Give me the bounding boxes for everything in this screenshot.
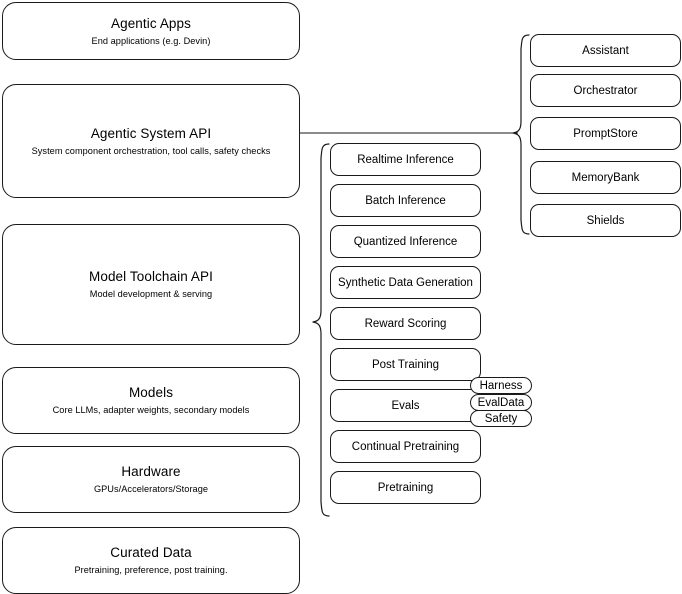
capability-label: Pretraining bbox=[377, 481, 434, 494]
layer-title: Agentic Apps bbox=[110, 15, 191, 31]
layer-card-agentic-apps[interactable]: Agentic Apps End applications (e.g. Devi… bbox=[2, 2, 300, 60]
component-assistant[interactable]: Assistant bbox=[530, 34, 681, 67]
capability-label: Post Training bbox=[371, 358, 440, 371]
layer-subtitle: Model development & serving bbox=[89, 289, 213, 299]
layer-card-agentic-system-api[interactable]: Agentic System API System component orch… bbox=[2, 84, 300, 198]
layer-card-curated-data[interactable]: Curated Data Pretraining, preference, po… bbox=[2, 527, 300, 594]
component-label: Shields bbox=[586, 214, 625, 227]
capability-post-training[interactable]: Post Training bbox=[330, 348, 481, 381]
layer-subtitle: Core LLMs, adapter weights, secondary mo… bbox=[52, 405, 250, 415]
component-label: Orchestrator bbox=[573, 84, 638, 97]
component-memorybank[interactable]: MemoryBank bbox=[530, 161, 681, 194]
component-shields[interactable]: Shields bbox=[530, 204, 681, 237]
capability-label: Quantized Inference bbox=[353, 235, 458, 248]
layer-title: Agentic System API bbox=[90, 125, 212, 141]
capability-label: Evals bbox=[391, 399, 420, 412]
eval-tag-label: Safety bbox=[484, 412, 518, 425]
eval-tag-evaldata[interactable]: EvalData bbox=[470, 394, 532, 411]
layer-subtitle: System component orchestration, tool cal… bbox=[31, 145, 271, 156]
layer-title: Curated Data bbox=[110, 545, 192, 560]
capability-label: Realtime Inference bbox=[357, 153, 454, 166]
layer-card-models[interactable]: Models Core LLMs, adapter weights, secon… bbox=[2, 367, 300, 434]
capability-continual-pretraining[interactable]: Continual Pretraining bbox=[330, 430, 481, 463]
capability-batch-inference[interactable]: Batch Inference bbox=[330, 184, 481, 217]
eval-tag-safety[interactable]: Safety bbox=[470, 410, 532, 427]
component-label: Assistant bbox=[582, 44, 629, 57]
capability-realtime-inference[interactable]: Realtime Inference bbox=[330, 143, 481, 176]
eval-tag-harness[interactable]: Harness bbox=[470, 377, 532, 394]
capability-reward-scoring[interactable]: Reward Scoring bbox=[330, 307, 481, 340]
layer-subtitle: End applications (e.g. Devin) bbox=[91, 35, 211, 46]
component-label: PromptStore bbox=[573, 127, 638, 140]
layer-card-model-toolchain-api[interactable]: Model Toolchain API Model development & … bbox=[2, 224, 300, 345]
layer-title: Models bbox=[128, 385, 174, 400]
layer-title: Model Toolchain API bbox=[89, 269, 213, 284]
capability-evals[interactable]: Evals bbox=[330, 389, 481, 422]
component-promptstore[interactable]: PromptStore bbox=[530, 117, 681, 150]
capability-label: Batch Inference bbox=[365, 194, 446, 207]
eval-tag-label: Harness bbox=[479, 379, 523, 392]
layer-title: Hardware bbox=[121, 464, 181, 479]
component-orchestrator[interactable]: Orchestrator bbox=[530, 74, 681, 107]
layer-subtitle: GPUs/Accelerators/Storage bbox=[93, 484, 209, 494]
capability-pretraining[interactable]: Pretraining bbox=[330, 471, 481, 504]
capability-quantized-inference[interactable]: Quantized Inference bbox=[330, 225, 481, 258]
capability-label: Reward Scoring bbox=[364, 317, 447, 330]
capability-label: Continual Pretraining bbox=[351, 440, 460, 453]
component-label: MemoryBank bbox=[571, 171, 640, 184]
capability-synthetic-data-generation[interactable]: Synthetic Data Generation bbox=[330, 266, 481, 299]
layer-subtitle: Pretraining, preference, post training. bbox=[74, 565, 228, 575]
layer-card-hardware[interactable]: Hardware GPUs/Accelerators/Storage bbox=[2, 446, 300, 513]
eval-tag-label: EvalData bbox=[477, 396, 525, 409]
capability-label: Synthetic Data Generation bbox=[338, 276, 473, 289]
